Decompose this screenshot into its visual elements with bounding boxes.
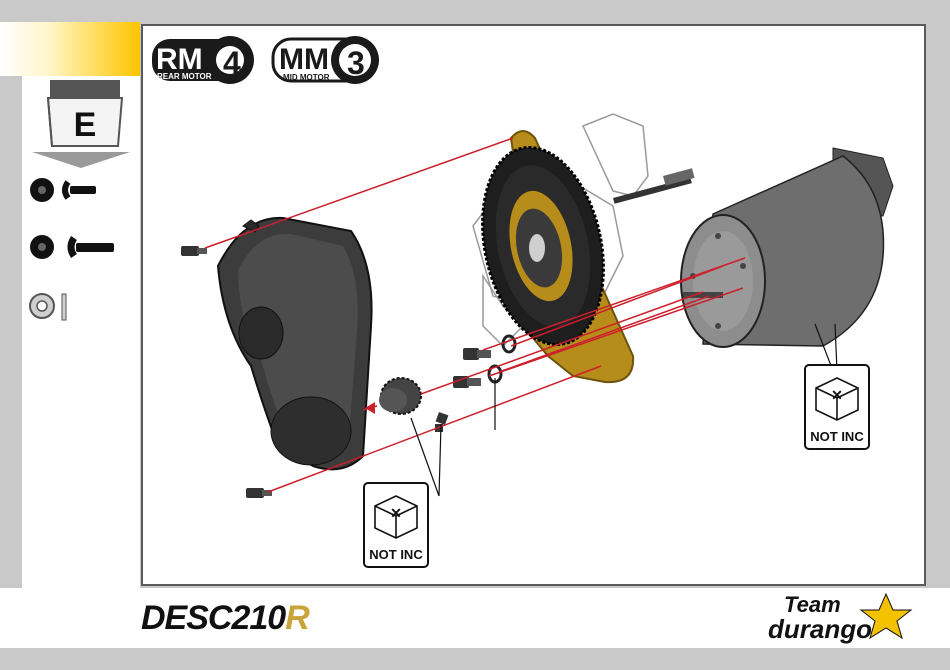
assembly-diagram-frame: RM 4 REAR MOTOR MM 3 MID MOTOR — [141, 24, 926, 586]
badge-mm3-code: MM — [279, 43, 329, 76]
button-head-screw-short-icon — [30, 178, 96, 202]
not-included-label: NOT INC — [365, 547, 427, 562]
not-included-motor: ✕ NOT INC — [804, 364, 870, 450]
badge-mm3-number: 3 — [347, 45, 365, 81]
badge-rm4: RM 4 REAR MOTOR — [152, 36, 254, 84]
footer: DESC210R Team durango — [0, 588, 950, 648]
step-tab — [0, 22, 140, 76]
assembly-diagram: RM 4 REAR MOTOR MM 3 MID MOTOR — [143, 26, 924, 584]
badge-mm3-caption: MID MOTOR — [283, 73, 330, 82]
parts-panel-graphics: E — [22, 76, 140, 588]
brand-logo: Team durango — [766, 590, 926, 646]
not-included-label: NOT INC — [806, 429, 868, 444]
bottom-strip — [0, 648, 950, 670]
badge-rm4-number: 4 — [223, 45, 241, 81]
brand-logo-line2: durango — [768, 614, 872, 645]
washer-icon — [30, 294, 66, 320]
button-head-screw-long-icon — [30, 235, 114, 259]
screw-bottom-left — [246, 488, 272, 498]
drive-shaft — [613, 168, 695, 204]
product-logo-text: DESC210 — [141, 599, 285, 637]
parts-panel: E — [22, 76, 140, 588]
brushless-motor — [681, 148, 893, 347]
bag-label: E — [74, 106, 97, 144]
motor-screw-lower — [453, 366, 501, 388]
badge-mm3: MM 3 MID MOTOR — [273, 36, 379, 84]
product-logo-suffix: R — [285, 599, 309, 637]
badge-rm4-caption: REAR MOTOR — [157, 72, 212, 81]
parts-box-icon: ✕ — [806, 366, 868, 426]
arrow-down-icon — [32, 152, 130, 168]
svg-text:✕: ✕ — [831, 387, 843, 403]
gear-cover — [218, 218, 372, 469]
product-logo: DESC210R — [141, 600, 309, 636]
not-included-pinion: ✕ NOT INC — [363, 482, 429, 568]
parts-box-icon: ✕ — [365, 484, 427, 544]
screw-top-left — [181, 246, 207, 256]
svg-text:✕: ✕ — [390, 505, 402, 521]
